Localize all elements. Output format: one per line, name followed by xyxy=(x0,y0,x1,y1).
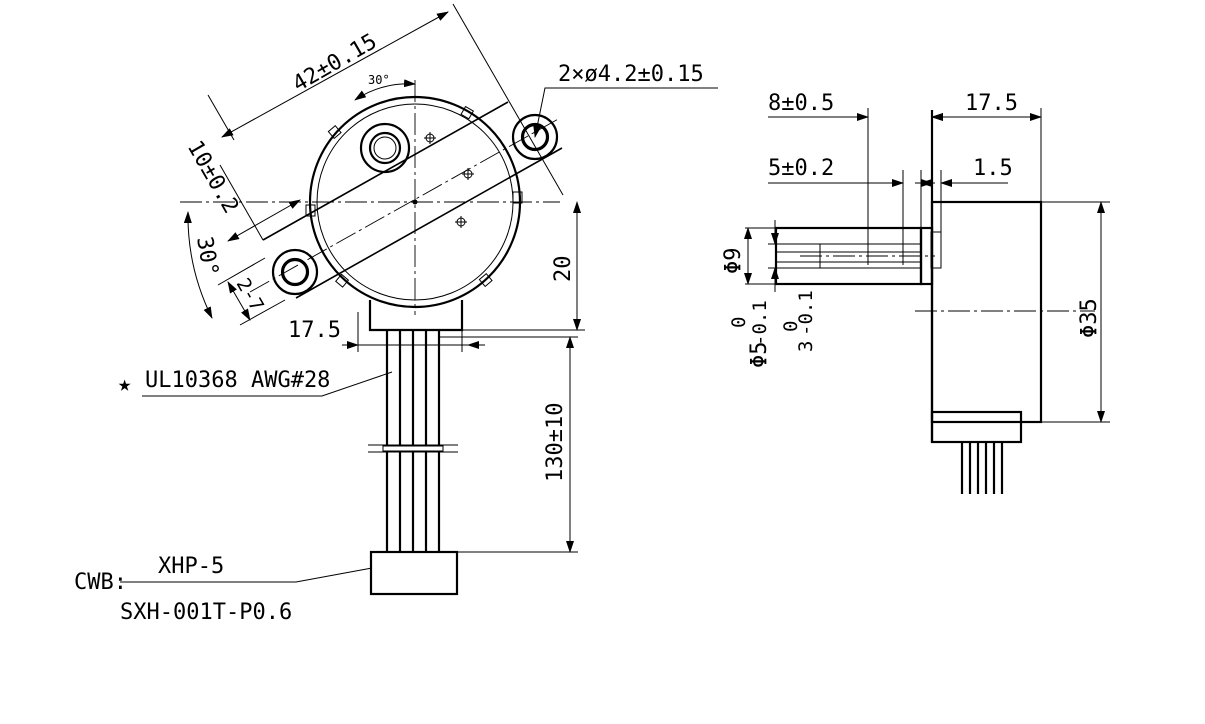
dim-angle-large-label: 30° xyxy=(191,235,223,278)
dim-flat-length-label: 5±0.2 xyxy=(768,156,834,181)
dim-height xyxy=(460,201,585,331)
shaft-boss xyxy=(359,122,411,174)
connector-housing-label: XHP-5 xyxy=(158,554,224,579)
cable-exit xyxy=(368,300,464,552)
connector-terminal-label: SXH-001T-P0.6 xyxy=(120,600,292,625)
dim-shaft-length-label: 8±0.5 xyxy=(768,91,834,116)
dim-angle-small xyxy=(354,79,416,101)
dim-overall-length xyxy=(207,3,564,196)
dim-width-half-label: 17.5 xyxy=(288,318,341,343)
connector-leader xyxy=(120,567,373,583)
dim-body-depth-label: 17.5 xyxy=(965,91,1018,116)
cable-star: ★ xyxy=(118,372,131,397)
dim-shaft-tol-upper: 0 xyxy=(728,317,750,328)
dim-flat-tol-lower: -0.1 xyxy=(795,290,817,336)
dim-body-dia-label: Φ35 xyxy=(1077,298,1102,338)
side-body xyxy=(930,200,1043,424)
dim-hole-center xyxy=(217,257,286,326)
dim-hole-center-label: 2-7 xyxy=(232,275,268,316)
dim-shaft-tol-lower: -0.1 xyxy=(749,300,771,346)
dim-flat-width-label: 3 xyxy=(795,341,817,352)
dim-offset-label: 10±0.2 xyxy=(182,137,243,218)
dim-boss-dia-label: Φ9 xyxy=(721,248,746,275)
dim-flat-tol-upper: 0 xyxy=(780,321,802,332)
dim-lead-length xyxy=(440,336,578,553)
dim-angle-small-label: 30° xyxy=(368,73,390,87)
side-cable-exit xyxy=(930,410,1023,444)
dim-width-half xyxy=(342,312,485,352)
dim-height-label: 20 xyxy=(551,256,576,283)
side-view: 8±0.5 5±0.2 17.5 1.5 Φ9 Φ5 0 -0.1 3 0 - xyxy=(721,91,1110,494)
mounting-flange xyxy=(262,101,563,299)
cable-spec-label: UL10368 AWG#28 xyxy=(145,368,330,393)
dim-lead-length-label: 130±10 xyxy=(543,403,568,482)
dim-boss-height-label: 1.5 xyxy=(973,156,1013,181)
front-view: 42±0.15 2×ø4.2±0.15 30° 10±0.2 30° 2-7 xyxy=(74,3,718,625)
connector-housing-box xyxy=(369,550,459,596)
dim-mount-holes-label: 2×ø4.2±0.15 xyxy=(558,62,704,87)
dim-mount-holes xyxy=(533,87,718,138)
dim-angle-large xyxy=(183,211,213,319)
dim-offset xyxy=(219,164,301,242)
connector-prefix: CWB: xyxy=(74,570,127,595)
dim-shaft-dia-label: Φ5 xyxy=(747,342,772,369)
cable-spec-leader xyxy=(142,371,393,397)
